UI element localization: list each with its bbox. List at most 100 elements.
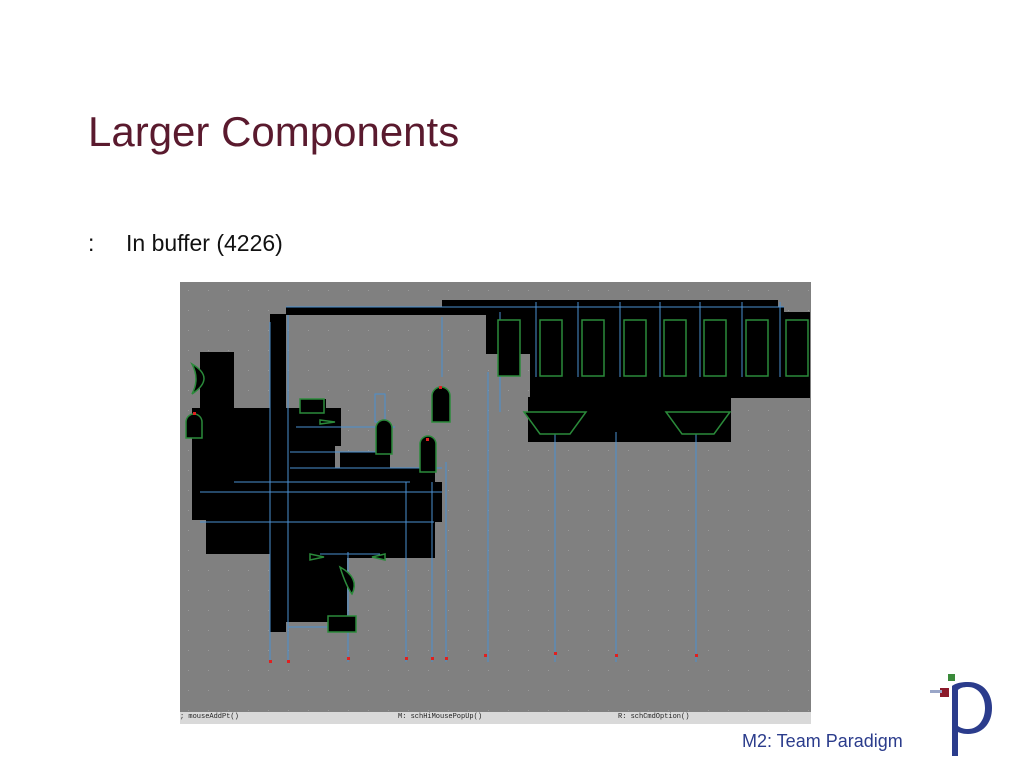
grid-dot xyxy=(748,590,749,591)
grid-dot xyxy=(808,630,809,631)
grid-dot xyxy=(708,490,709,491)
grid-dot xyxy=(268,610,269,611)
grid-dot xyxy=(628,690,629,691)
grid-dot xyxy=(228,290,229,291)
grid-dot xyxy=(728,450,729,451)
grid-dot xyxy=(588,490,589,491)
grid-dot xyxy=(208,710,209,711)
grid-dot xyxy=(568,510,569,511)
grid-dot xyxy=(668,570,669,571)
grid-dot xyxy=(688,590,689,591)
grid-dot xyxy=(228,610,229,611)
grid-dot xyxy=(768,290,769,291)
grid-dot xyxy=(428,390,429,391)
grid-dot xyxy=(508,690,509,691)
grid-dot xyxy=(788,530,789,531)
grid-dot xyxy=(368,670,369,671)
grid-dot xyxy=(268,310,269,311)
grid-dot xyxy=(428,430,429,431)
grid-dot xyxy=(448,650,449,651)
grid-dot xyxy=(408,710,409,711)
grid-dot xyxy=(588,470,589,471)
grid-dot xyxy=(788,490,789,491)
grid-dot xyxy=(448,510,449,511)
grid-dot xyxy=(208,670,209,671)
grid-dot xyxy=(808,310,809,311)
grid-dot xyxy=(428,370,429,371)
grid-dot xyxy=(348,350,349,351)
grid-dot xyxy=(448,630,449,631)
grid-dot xyxy=(748,490,749,491)
grid-dot xyxy=(468,450,469,451)
grid-dot xyxy=(468,370,469,371)
grid-dot xyxy=(668,510,669,511)
grid-dot xyxy=(808,690,809,691)
grid-dot xyxy=(228,590,229,591)
grid-dot xyxy=(468,330,469,331)
grid-dot xyxy=(728,610,729,611)
grid-dot xyxy=(228,570,229,571)
grid-dot xyxy=(448,530,449,531)
grid-dot xyxy=(428,290,429,291)
grid-dot xyxy=(508,710,509,711)
grid-dot xyxy=(628,670,629,671)
grid-dot xyxy=(608,550,609,551)
grid-dot xyxy=(768,630,769,631)
grid-dot xyxy=(768,430,769,431)
grid-dot xyxy=(188,330,189,331)
grid-dot xyxy=(528,470,529,471)
grid-dot xyxy=(408,410,409,411)
grid-dot xyxy=(668,490,669,491)
grid-dot xyxy=(728,710,729,711)
grid-dot xyxy=(568,530,569,531)
grid-dot xyxy=(188,310,189,311)
grid-dot xyxy=(568,610,569,611)
grid-dot xyxy=(708,510,709,511)
grid-dot xyxy=(548,690,549,691)
grid-dot xyxy=(668,670,669,671)
grid-dot xyxy=(388,570,389,571)
grid-dot xyxy=(388,710,389,711)
grid-dot xyxy=(328,390,329,391)
grid-dot xyxy=(748,290,749,291)
grid-dot xyxy=(188,350,189,351)
grid-dot xyxy=(228,330,229,331)
grid-dot xyxy=(608,570,609,571)
grid-dot xyxy=(628,550,629,551)
grid-dot xyxy=(268,630,269,631)
grid-dot xyxy=(608,710,609,711)
grid-dot xyxy=(588,530,589,531)
grid-dot xyxy=(208,350,209,351)
grid-dot xyxy=(728,550,729,551)
grid-dot xyxy=(768,690,769,691)
grid-dot xyxy=(808,290,809,291)
grid-dot xyxy=(728,650,729,651)
grid-dot xyxy=(528,670,529,671)
grid-dot xyxy=(368,330,369,331)
grid-dot xyxy=(428,330,429,331)
grid-dot xyxy=(528,390,529,391)
grid-dot xyxy=(428,670,429,671)
grid-dot xyxy=(288,710,289,711)
grid-dot xyxy=(768,710,769,711)
grid-dot xyxy=(448,570,449,571)
grid-dot xyxy=(488,670,489,671)
grid-dot xyxy=(188,530,189,531)
pin-markers xyxy=(193,386,698,663)
grid-dot xyxy=(348,370,349,371)
grid-dot xyxy=(388,690,389,691)
grid-dot xyxy=(548,490,549,491)
grid-dot xyxy=(588,610,589,611)
grid-dot xyxy=(568,710,569,711)
grid-dot xyxy=(188,410,189,411)
grid-dot xyxy=(548,710,549,711)
grid-dot xyxy=(388,330,389,331)
grid-dot xyxy=(688,650,689,651)
grid-dot xyxy=(628,290,629,291)
status-right-mouse: R: schCmdOption() xyxy=(618,713,690,721)
grid-dot xyxy=(668,590,669,591)
registers xyxy=(497,319,809,377)
grid-dot xyxy=(308,630,309,631)
grid-dot xyxy=(408,370,409,371)
grid-dot xyxy=(428,350,429,351)
